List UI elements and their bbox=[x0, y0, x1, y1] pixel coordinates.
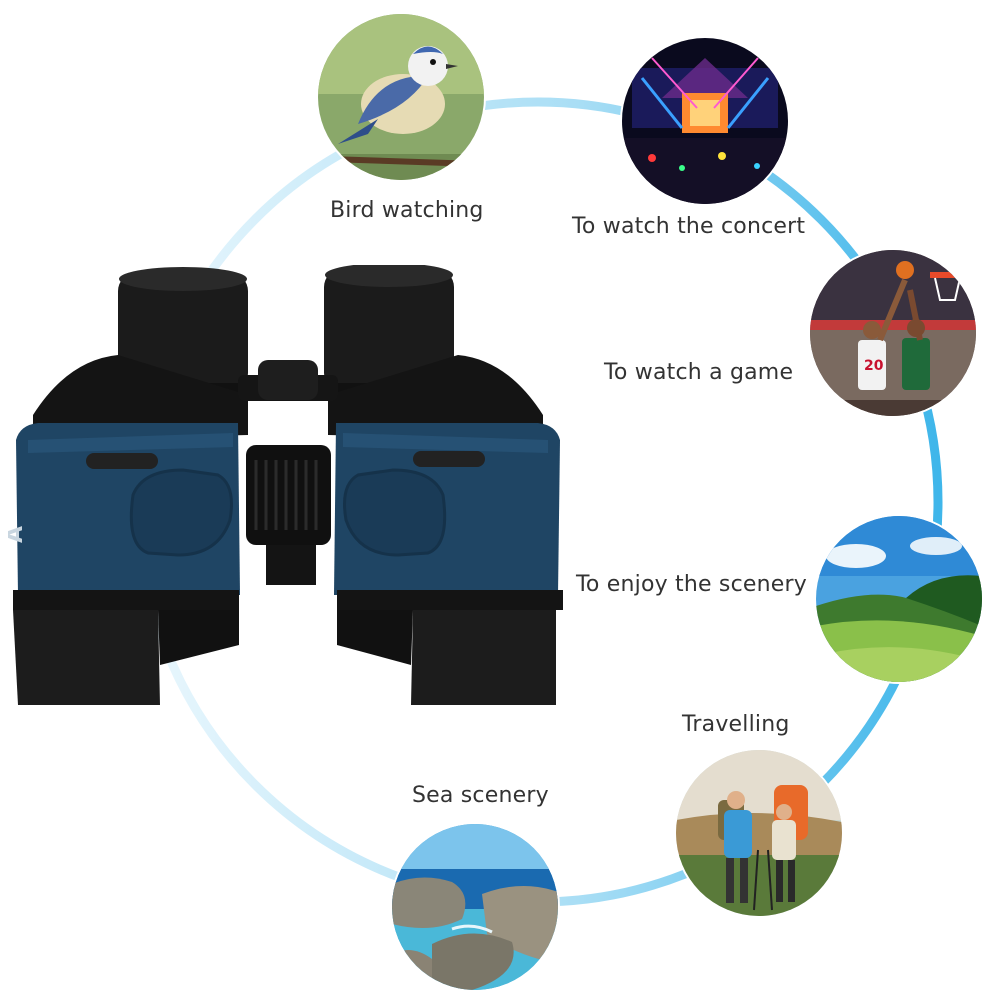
caption-concert: To watch the concert bbox=[572, 214, 806, 239]
caption-travelling: Travelling bbox=[682, 712, 790, 737]
landscape-icon bbox=[816, 516, 982, 682]
bird-icon bbox=[318, 14, 484, 180]
brand-mark: A bbox=[8, 526, 28, 543]
hikers-icon bbox=[676, 750, 842, 916]
scene-concert bbox=[622, 38, 788, 204]
binoculars-icon: A bbox=[8, 265, 563, 705]
basketball-game-icon: 20 bbox=[810, 250, 976, 416]
caption-game: To watch a game bbox=[604, 360, 794, 385]
concert-stage-icon bbox=[622, 38, 788, 204]
sea-rocks-icon bbox=[392, 824, 558, 990]
caption-scenery: To enjoy the scenery bbox=[576, 572, 807, 597]
scene-game: 20 bbox=[810, 250, 976, 416]
caption-sea: Sea scenery bbox=[412, 783, 549, 808]
scene-bird-watching bbox=[318, 14, 484, 180]
caption-bird-watching: Bird watching bbox=[330, 198, 484, 223]
scene-sea bbox=[392, 824, 558, 990]
scene-scenery bbox=[816, 516, 982, 682]
svg-text:20: 20 bbox=[864, 358, 884, 374]
scene-travelling bbox=[676, 750, 842, 916]
